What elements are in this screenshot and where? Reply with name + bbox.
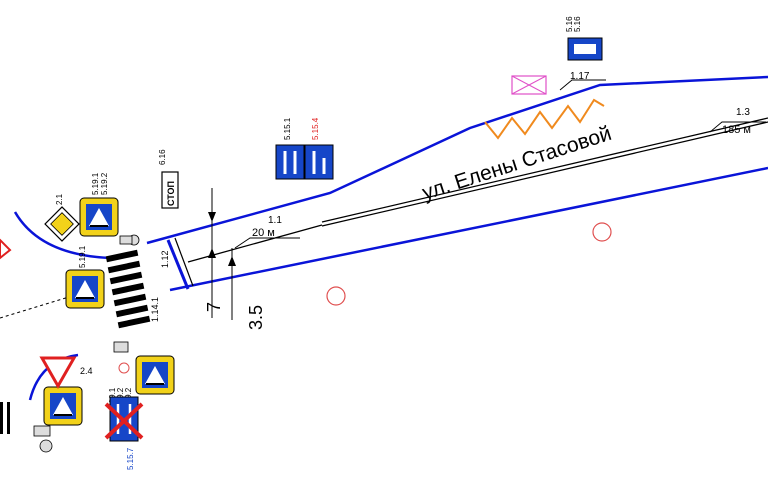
- label-1-12: 1.12: [160, 250, 170, 268]
- sign-ped-crossing-3: [135, 355, 175, 395]
- sign-lane-directions: [275, 144, 334, 180]
- label-1-1: 1.1: [268, 215, 282, 226]
- label-2-1: 2.1: [55, 193, 64, 205]
- marking-1-3: [321, 117, 768, 223]
- sign-stop-line: СТОП: [161, 171, 179, 209]
- sign-ped-crossing-4: [43, 386, 83, 426]
- sign-ped-crossing-1: [79, 197, 119, 237]
- label-1-3: 1.3: [736, 107, 750, 118]
- stop-line: [166, 239, 190, 290]
- road-edge-south: [169, 166, 768, 292]
- label-2-4: 2.4: [80, 366, 93, 376]
- label-5-15-7: 5.15.7: [126, 447, 135, 470]
- removed-object: [511, 75, 547, 95]
- sign-5-15-7-removed: [104, 396, 144, 442]
- pole-sw: [33, 425, 53, 453]
- label-5-19-1b: 5.19.1: [78, 245, 87, 268]
- pole-south: [113, 341, 129, 353]
- pole-north: [119, 234, 140, 246]
- label-6-16: 6.16: [158, 149, 167, 165]
- utility-well-3: [118, 362, 130, 374]
- stop-text: СТОП: [166, 181, 176, 206]
- label-5-16-top: 5.16: [573, 16, 582, 32]
- label-1-17: 1.17: [570, 71, 590, 82]
- label-5-19-2a: 5.19.2: [100, 172, 109, 195]
- dim-7: 7: [204, 302, 224, 312]
- label-5-15-4: 5.15.4: [311, 117, 320, 140]
- sign-priority-road: [44, 206, 80, 242]
- zebra-crossing: [105, 249, 151, 329]
- label-5-16: 5.16: [565, 16, 574, 32]
- label-5-19-1a: 5.19.1: [91, 172, 100, 195]
- label-1-14-1: 1.14.1: [150, 297, 160, 322]
- label-185m: 185 м: [722, 124, 751, 136]
- utility-well-2: [592, 222, 612, 242]
- street-name: ул. Елены Стасовой: [419, 122, 614, 205]
- utility-well-1: [326, 286, 346, 306]
- sign-bus-stop: [567, 37, 603, 61]
- sign-give-way: [39, 356, 77, 390]
- curb-return-nw: [13, 211, 111, 260]
- dim-3-5: 3.5: [246, 305, 266, 330]
- road-edge-north: [146, 75, 768, 245]
- sign-ped-crossing-2: [65, 269, 105, 309]
- marking-1-17-zigzag: [484, 98, 605, 140]
- label-5-15-1: 5.15.1: [283, 117, 292, 140]
- label-20m: 20 м: [252, 227, 275, 239]
